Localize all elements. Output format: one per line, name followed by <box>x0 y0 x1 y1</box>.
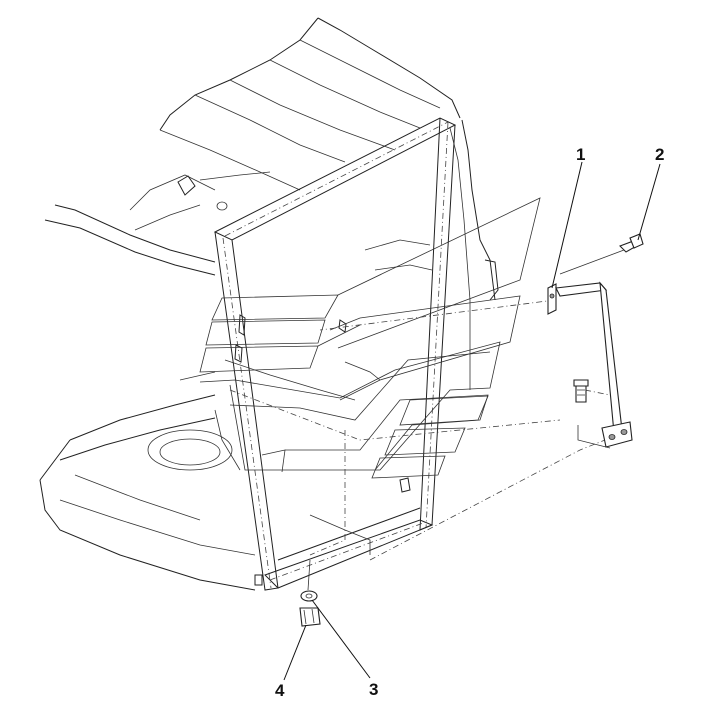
cab-body-outline <box>39 17 499 591</box>
callout-leaders <box>283 161 661 681</box>
nut-part <box>299 607 321 627</box>
callout-4-label: 4 <box>275 681 285 700</box>
upper-bolt-part <box>559 233 644 275</box>
screw-part <box>573 379 589 403</box>
grab-handle-part <box>547 281 633 448</box>
assembly-leader-lines <box>229 299 611 561</box>
door-frame <box>213 117 457 591</box>
callout-3-label: 3 <box>369 680 378 699</box>
washer-part <box>300 590 318 602</box>
callout-2-label: 2 <box>655 145 664 164</box>
stud-line <box>307 559 311 591</box>
door-panel-glass <box>199 197 541 479</box>
callout-1-label: 1 <box>576 145 585 164</box>
